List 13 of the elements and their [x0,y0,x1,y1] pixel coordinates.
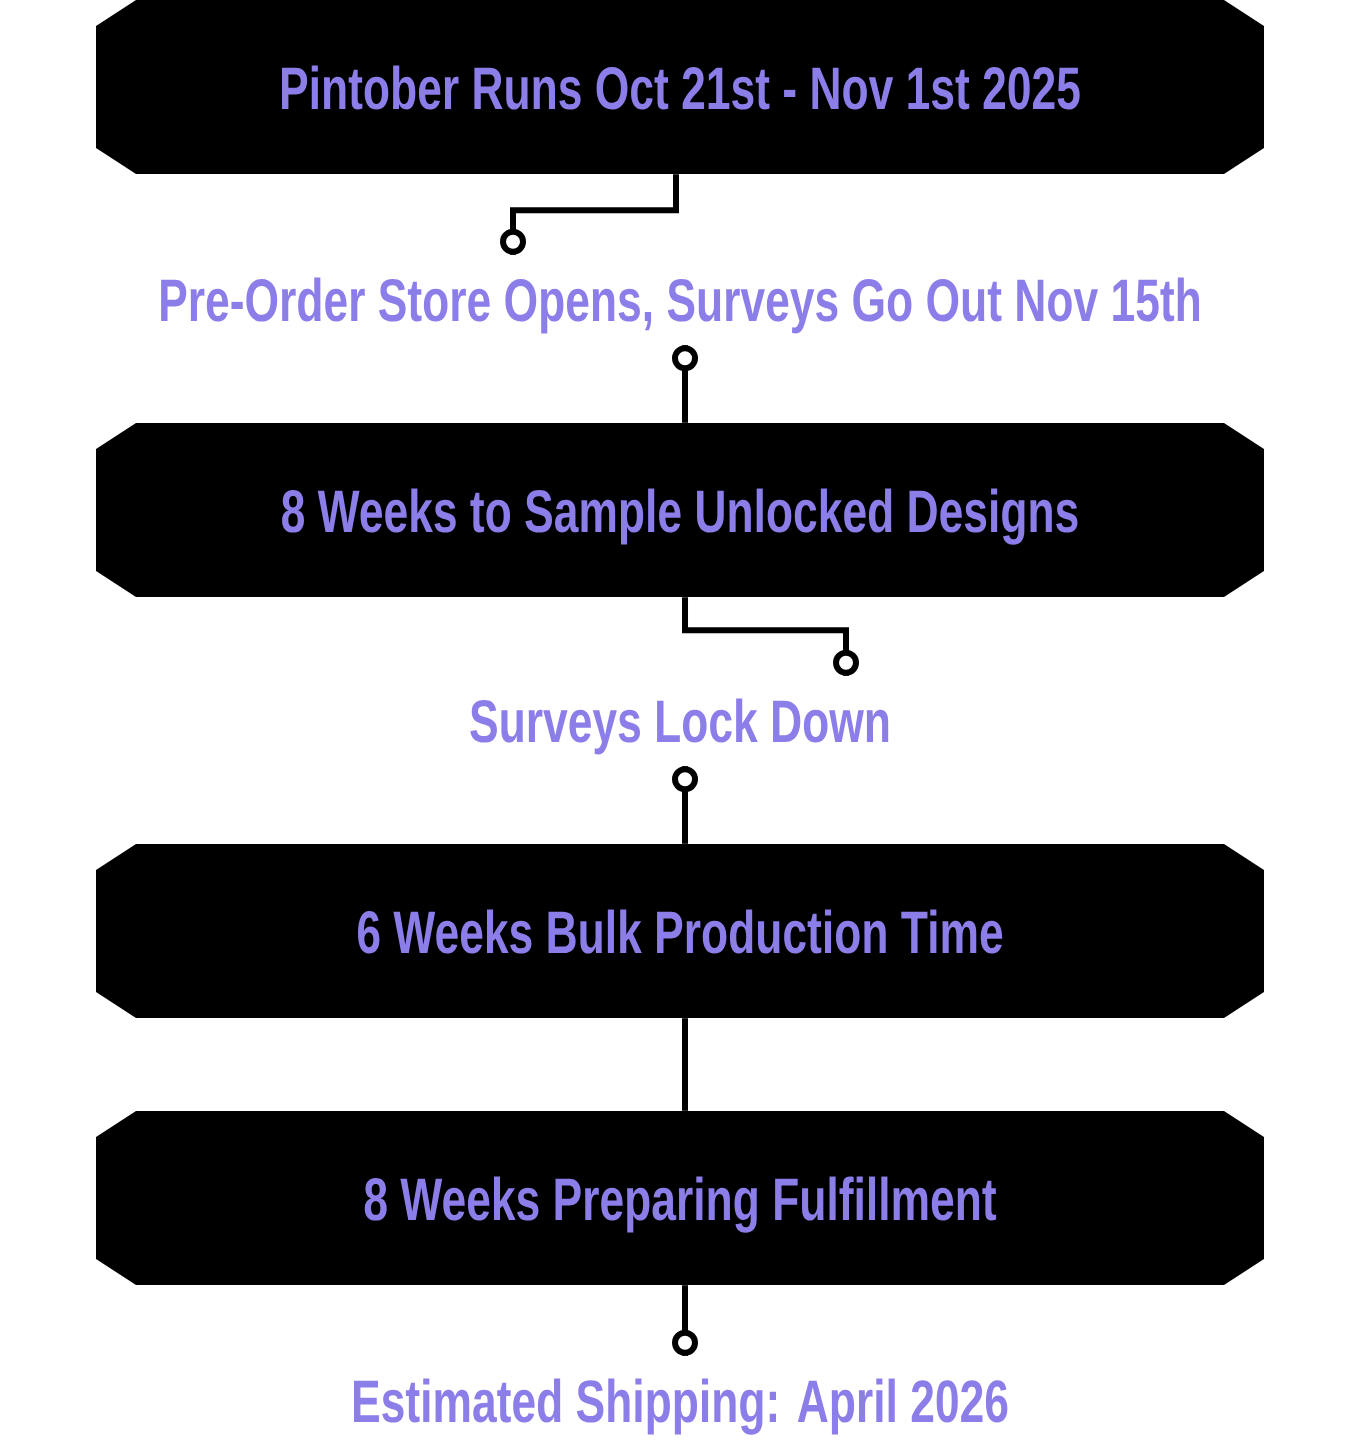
step-box: Pintober Runs Oct 21st - Nov 1st 2025 [96,0,1264,174]
connector-line [682,597,859,676]
connector-line [672,1285,698,1356]
connector-line [672,766,698,844]
milestone-label: Pre-Order Store Opens, Surveys Go Out Nov 15th [161,277,1200,334]
step-box: 8 Weeks to Sample Unlocked Designs [96,423,1264,597]
step-box: 8 Weeks Preparing Fulfillment [96,1111,1264,1285]
connector-line [672,345,698,423]
step-box: 6 Weeks Bulk Production Time [96,844,1264,1018]
milestone-label: Estimated Shipping: April 2026 [354,1378,1008,1435]
milestone-label: Surveys Lock Down [470,698,889,755]
connector-line [682,1018,688,1111]
connector-line [500,174,679,255]
